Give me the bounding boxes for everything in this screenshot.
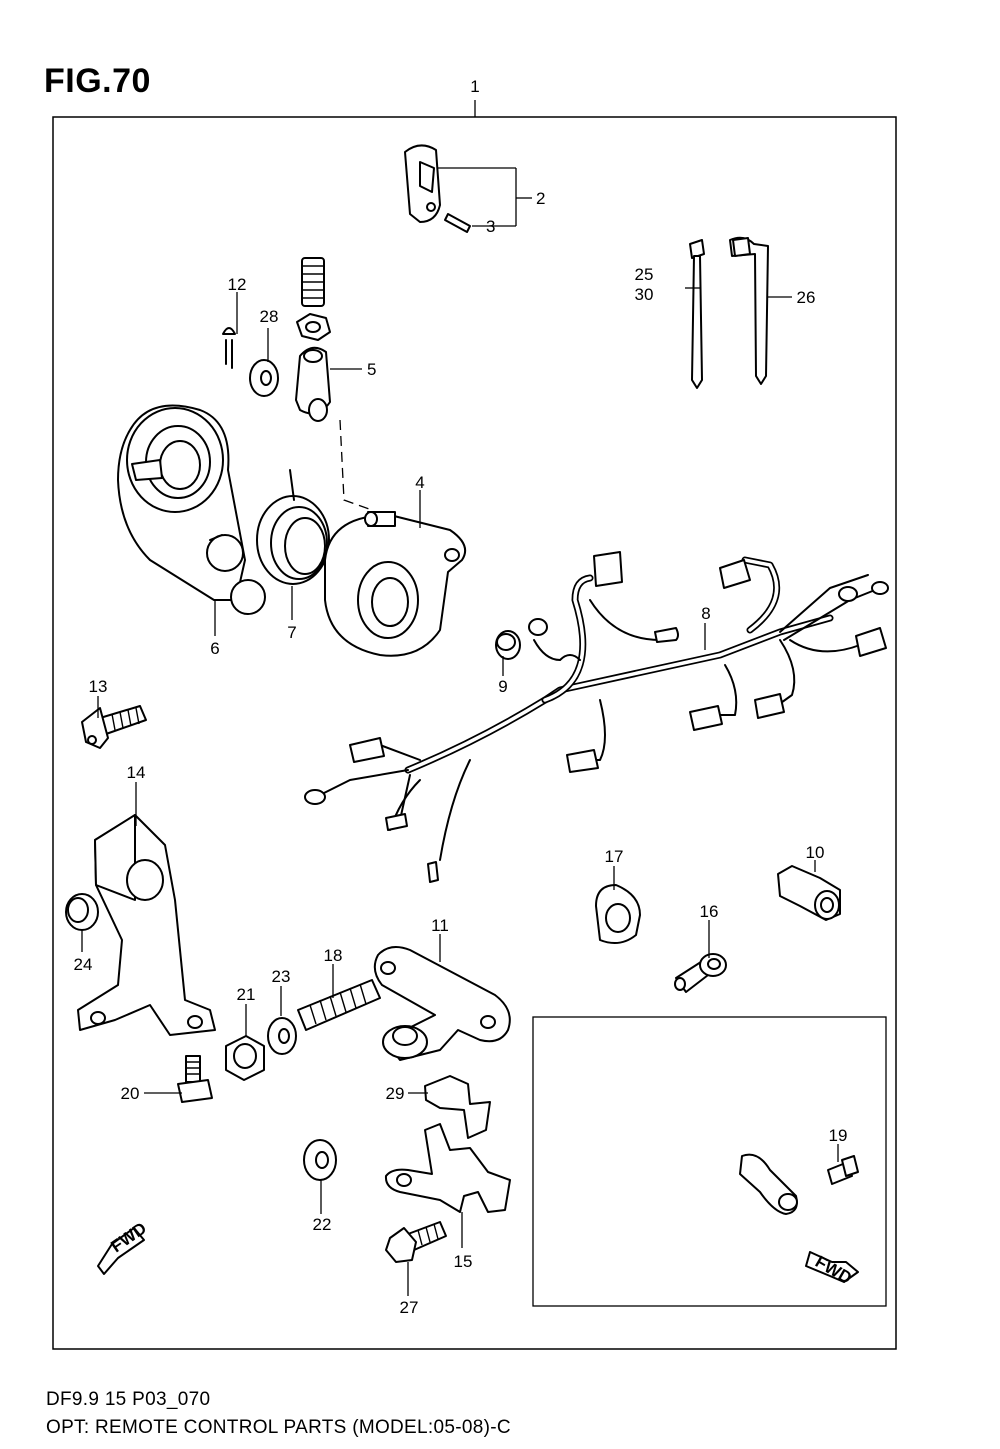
spring-part-7[interactable] <box>256 469 330 585</box>
callout-24: 24 <box>74 955 93 974</box>
callout-3: 3 <box>486 217 495 236</box>
pin-part-3[interactable] <box>444 213 471 233</box>
callout-20: 20 <box>121 1084 140 1103</box>
callout-11: 11 <box>431 916 449 935</box>
washer-part-22[interactable] <box>303 1139 337 1181</box>
callout-12: 12 <box>228 275 247 294</box>
cable-tie-part-25[interactable] <box>689 239 705 389</box>
callout-21: 21 <box>237 985 256 1004</box>
callout-4: 4 <box>415 473 424 492</box>
cable-tie-part-26[interactable] <box>729 236 769 385</box>
bushing-part-24[interactable] <box>65 893 99 931</box>
cotter-pin-part-12[interactable] <box>222 327 236 369</box>
figure-title: FIG.70 <box>44 62 151 100</box>
wiring-harness-part-8[interactable] <box>304 551 889 883</box>
stud-part-18[interactable] <box>297 979 381 1031</box>
nut[interactable] <box>296 313 331 341</box>
cam-housing-part-4[interactable] <box>324 511 466 657</box>
throttle-rod-part-2[interactable] <box>301 144 441 307</box>
washer-part-28[interactable] <box>249 359 279 397</box>
bracket-part-15[interactable] <box>384 1123 511 1213</box>
callout-1: 1 <box>470 77 479 96</box>
bolt-part-27[interactable] <box>385 1221 447 1263</box>
spacer-part-10[interactable] <box>777 865 841 921</box>
clip-part-29[interactable] <box>424 1075 491 1139</box>
inset-frame <box>532 1016 887 1307</box>
fwd-arrow-icon: FWD <box>805 1251 859 1288</box>
callout-8: 8 <box>701 604 710 623</box>
callout-13: 13 <box>89 677 108 696</box>
callout-19: 19 <box>829 1126 848 1145</box>
washer-part-23[interactable] <box>267 1017 297 1055</box>
leader-lines <box>81 100 839 1296</box>
rod-joint-part-5[interactable] <box>295 346 331 422</box>
callout-16: 16 <box>700 902 719 921</box>
description-caption: OPT: REMOTE CONTROL PARTS (MODEL:05-08)-… <box>46 1417 511 1438</box>
callout-2: 2 <box>536 189 545 208</box>
callout-27: 27 <box>400 1298 419 1317</box>
callout-15: 15 <box>454 1252 473 1271</box>
clamp-bolt-part-13[interactable] <box>81 705 147 749</box>
callout-5: 5 <box>367 360 376 379</box>
bolt-part-19[interactable] <box>827 1155 859 1185</box>
callout-18: 18 <box>324 946 343 965</box>
svg-text:FWD: FWD <box>812 1252 855 1288</box>
inset-rod[interactable] <box>557 1049 798 1215</box>
callout-17: 17 <box>605 847 624 866</box>
callout-6: 6 <box>210 639 219 658</box>
callout-7: 7 <box>287 623 296 642</box>
callout-14: 14 <box>127 763 146 782</box>
callout-10: 10 <box>806 843 825 862</box>
fwd-arrow-icon: FWD <box>97 1219 150 1275</box>
bolt-part-20[interactable] <box>177 1055 213 1103</box>
callout-22: 22 <box>313 1215 332 1234</box>
nut-part-21[interactable] <box>225 1035 265 1081</box>
grommet-part-17[interactable] <box>595 884 641 945</box>
callout-26: 26 <box>797 288 816 307</box>
callout-28: 28 <box>260 307 279 326</box>
bracket-part-14[interactable] <box>77 814 216 1036</box>
terminal-part-16[interactable] <box>674 953 727 993</box>
model-code-caption: DF9.9 15 P03_070 <box>46 1389 211 1410</box>
callout-23: 23 <box>272 967 291 986</box>
grommet-part-9[interactable] <box>495 618 561 661</box>
callout-30: 30 <box>635 285 654 304</box>
plate-bracket-part-11[interactable] <box>373 945 511 1061</box>
callout-25: 25 <box>635 265 654 284</box>
throttle-cam-part-6[interactable] <box>117 404 266 615</box>
callout-9: 9 <box>498 677 507 696</box>
callout-29: 29 <box>386 1084 405 1103</box>
